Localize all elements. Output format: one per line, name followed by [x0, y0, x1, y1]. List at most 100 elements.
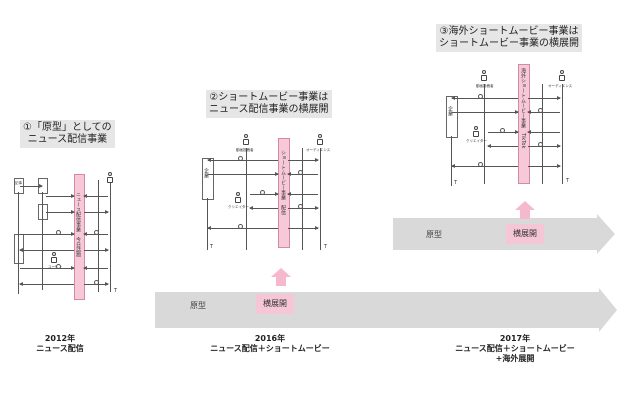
stage2-title-line1: ②ショートムービー事業は: [209, 92, 329, 103]
stage1-sequence-diagram: 記事 ニュース配信事業 今日話題 ユーザー T: [10, 172, 120, 300]
stage3-lifeline-1: [451, 136, 452, 186]
stage3-end-mark-1: T: [454, 180, 458, 186]
stage2-audience-label: オーディエンス: [306, 148, 331, 152]
stage2-msg-10: [288, 226, 319, 230]
stage2-lifeline-1: [207, 198, 208, 250]
stage2-circle-3: [260, 190, 265, 195]
stage3-title: ③海外ショートムービー事業は ショートムービー事業の横展開: [436, 24, 582, 52]
arrow-upper-label: 原型: [426, 230, 442, 239]
stage2-msg-9: [207, 226, 278, 230]
stage2-circle-2: [298, 170, 303, 175]
stage1-reader-icon: [50, 252, 58, 264]
stage3-audience-label: オーディエンス: [548, 84, 573, 88]
stage3-title-line2: ショートムービー事業の横展開: [439, 38, 579, 49]
stage2-msg-4: [287, 172, 318, 176]
stage1-circle-3: [56, 264, 61, 269]
stage3-creator-icon: [472, 126, 480, 138]
stage2-creator-icon: [234, 192, 242, 204]
stage2-caption: 2016年 ニュース配信＋ショートムービー: [190, 334, 350, 354]
stage1-year: 2012年: [44, 334, 76, 343]
stage1-box-label-article: 記事: [15, 181, 22, 185]
pink-up-arrow-stage3: [515, 201, 535, 219]
stage2-msg-2: [288, 158, 319, 162]
stage3-circle-1: [478, 94, 483, 99]
stage1-news-service-label: ニュース配信事業 今日話題: [75, 192, 81, 257]
stage2-sequence-diagram: 企業 ショートムービー事業 配信 動画投稿者 オーディエンス クリエイター T …: [198, 130, 338, 258]
stage3-year: 2017年: [499, 334, 531, 343]
stage1-end-mark: T: [114, 288, 118, 294]
stage1-msg-4: [46, 210, 75, 214]
stage3-lifeline-2: [484, 84, 485, 184]
stage3-msg-2: [528, 96, 561, 100]
expansion-arrow-upper: [393, 214, 615, 254]
arrow-lower-badge: 横展開: [256, 294, 294, 314]
stage3-lifeline-3: [542, 84, 543, 184]
stage1-caption: 2012年 ニュース配信: [30, 334, 90, 354]
stage2-lifeline-2: [246, 148, 247, 250]
stage2-end-mark-2: T: [324, 244, 328, 250]
stage1-lifeline-1: [18, 192, 19, 294]
stage2-circle-1: [238, 156, 243, 161]
stage3-audience-icon: [558, 70, 566, 82]
stage2-lifeline-3: [302, 148, 303, 250]
arrow-upper-badge: 横展開: [506, 224, 544, 244]
stage2-uploader-icon: [242, 134, 250, 146]
stage2-shortmovie-label: ショートムービー事業 配信: [280, 150, 286, 215]
stage3-uploader-icon: [480, 70, 488, 82]
stage3-msg-1: [451, 96, 518, 100]
stage1-reader-label: ユーザー: [48, 265, 62, 269]
stage3-circle-3: [500, 128, 505, 133]
stage1-circle-4: [94, 280, 99, 285]
stage1-circle-2: [94, 230, 99, 235]
stage2-title-line2: ニュース配信事業の横展開: [209, 104, 329, 115]
stage3-company-label: 企業: [447, 106, 453, 116]
stage2-lifeline-4: [320, 148, 321, 250]
stage1-msg-11: [83, 266, 108, 270]
stage3-circle-5: [478, 162, 483, 167]
stage1-title-line1: ①「原型」としての: [23, 122, 112, 133]
stage2-msg-6: [287, 192, 318, 196]
pink-up-arrow-stage2: [271, 268, 291, 286]
stage3-msg-10: [528, 164, 561, 168]
stage3-msg-6: [527, 130, 560, 134]
stage3-msg-8: [528, 144, 561, 148]
stage2-year: 2016年: [254, 334, 286, 343]
stage2-creator-label: クリエイター: [228, 205, 249, 209]
stage1-msg-1: [20, 184, 43, 188]
stage2-uploader-label: 動画投稿者: [236, 148, 254, 152]
stage3-lifeline-4: [562, 84, 563, 184]
expansion-arrow-lower: [155, 288, 617, 332]
stage3-overseas-label: 海外ショートムービー事業 TikTok: [520, 68, 526, 149]
stage1-lifeline-2: [42, 192, 43, 290]
stage3-company-box: [446, 96, 458, 138]
stage1-msg-2: [46, 194, 75, 198]
stage3-msg-3: [452, 110, 519, 114]
stage3-msg-9: [451, 164, 518, 168]
stage1-circle-1: [56, 230, 61, 235]
stage2-circle-5: [238, 224, 243, 229]
stage1-msg-3: [83, 194, 108, 198]
stage2-msg-1: [207, 158, 278, 162]
stage3-caption-line1: ニュース配信＋ショートムービー: [455, 344, 575, 353]
stage1-title: ①「原型」としての ニュース配信事業: [20, 120, 115, 148]
stage2-circle-4: [298, 204, 303, 209]
stage1-msg-12: [19, 282, 74, 286]
stage3-caption-line2: +海外展開: [495, 354, 535, 363]
stage1-news-service-bar: [74, 174, 85, 300]
stage3-end-mark-2: T: [566, 178, 570, 184]
stage1-msg-10: [20, 266, 75, 270]
stage3-overseas-bar: [518, 64, 530, 184]
stage2-company-label: 企業: [203, 168, 209, 178]
stage1-title-line2: ニュース配信事業: [27, 134, 108, 145]
stage3-caption: 2017年 ニュース配信＋ショートムービー +海外展開: [440, 334, 590, 364]
stage1-lifeline-4: [110, 180, 111, 292]
stage3-title-line1: ③海外ショートムービー事業は: [439, 26, 579, 37]
stage2-company-box: [202, 158, 214, 200]
stage1-msg-8: [19, 248, 74, 252]
stage2-msg-7: [249, 206, 278, 210]
arrow-lower-label: 原型: [190, 301, 206, 310]
stage2-msg-3: [208, 172, 279, 176]
stage2-msg-8: [288, 206, 319, 210]
stage2-caption-line1: ニュース配信＋ショートムービー: [210, 344, 330, 353]
stage2-audience-icon: [316, 134, 324, 146]
